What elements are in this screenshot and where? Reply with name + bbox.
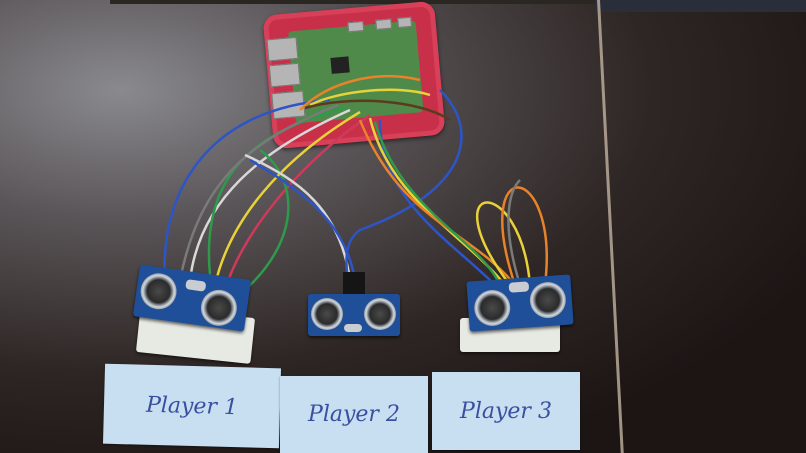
transducer <box>138 270 179 312</box>
transducer <box>311 298 343 330</box>
background-screen-edge <box>595 0 806 12</box>
transducer <box>198 287 240 329</box>
label-text: Player 3 <box>460 398 552 424</box>
crystal-oscillator <box>344 324 362 332</box>
crystal-oscillator <box>508 281 530 293</box>
label-text: Player 2 <box>308 402 400 427</box>
label-player-3: Player 3 <box>432 372 580 450</box>
table-edge <box>110 0 610 4</box>
crystal-oscillator <box>185 279 207 292</box>
transducer <box>528 280 568 320</box>
ultrasonic-sensor-3 <box>466 274 574 332</box>
transducer <box>473 288 512 328</box>
label-text: Player 1 <box>145 392 239 420</box>
dupont-connector <box>343 272 365 294</box>
transducer <box>364 298 396 330</box>
label-player-1: Player 1 <box>102 363 282 449</box>
ultrasonic-sensor-2 <box>308 294 400 336</box>
label-player-2: Player 2 <box>280 376 428 453</box>
